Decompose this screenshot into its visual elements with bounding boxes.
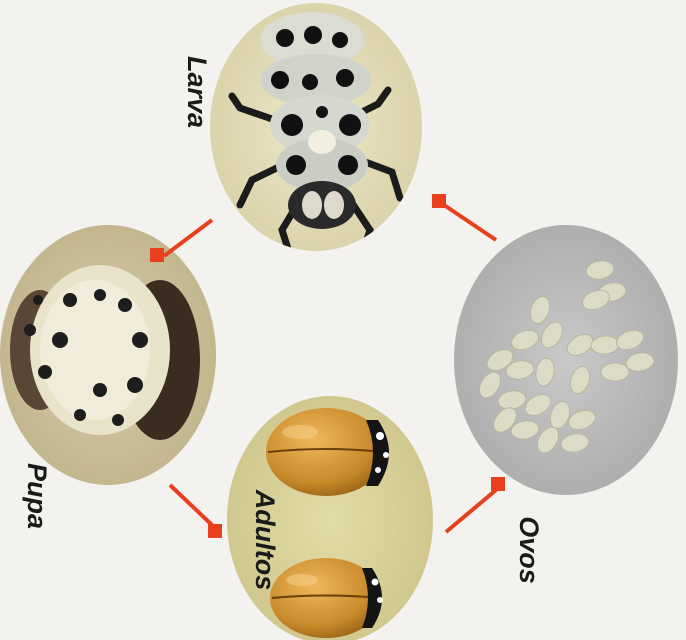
pupa-photo (0, 225, 216, 485)
label-pupa: Pupa (22, 463, 52, 529)
arrow-adults-to-eggs (446, 477, 505, 532)
arrow-eggs-to-larva (432, 194, 496, 240)
label-eggs: Ovos (514, 516, 544, 584)
larva-photo (210, 3, 422, 255)
arrow-pupa-to-adults (170, 485, 222, 538)
label-adults: Adultos (250, 489, 280, 591)
eggs-photo (454, 225, 678, 495)
beetle-2 (270, 558, 383, 638)
beetle-1 (266, 408, 389, 496)
label-larva: Larva (182, 56, 212, 128)
